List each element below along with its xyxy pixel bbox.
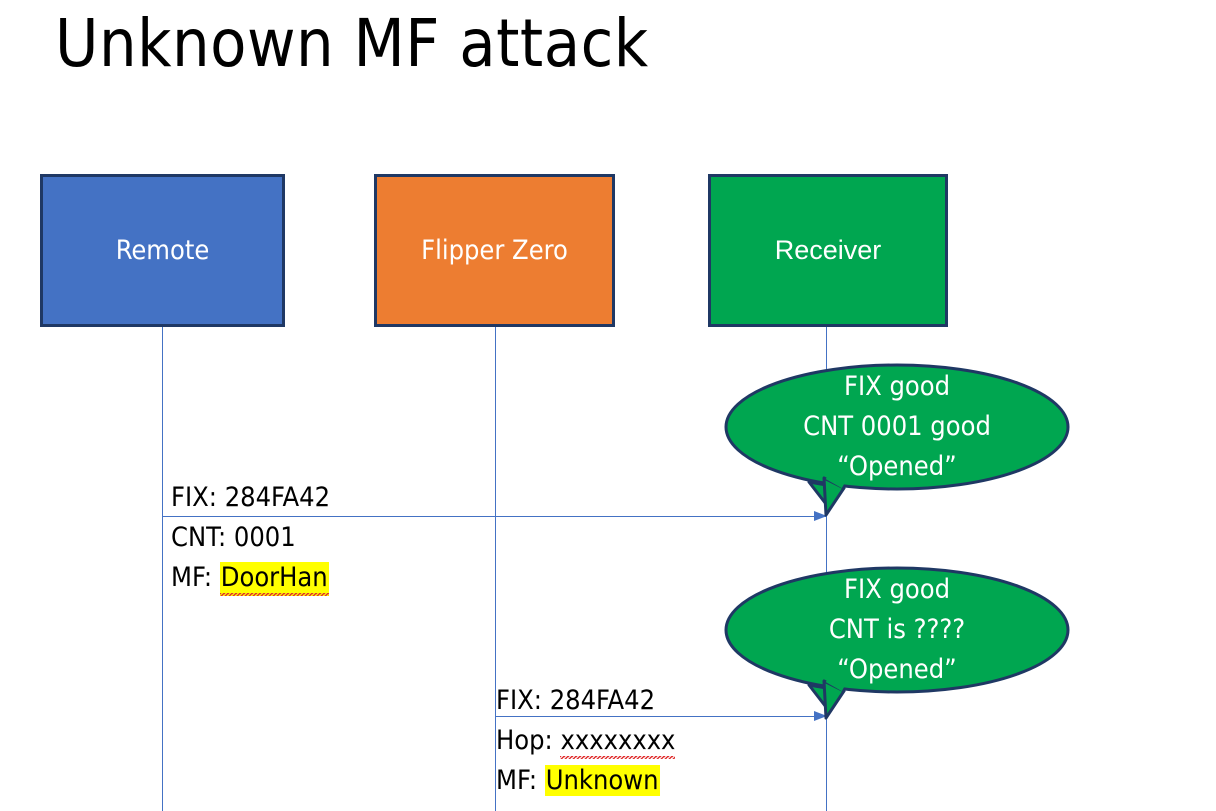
actor-label-receiver: Receiver: [774, 235, 882, 265]
actor-box-remote[interactable]: Remote: [40, 174, 285, 327]
lifeline-remote: [162, 327, 163, 811]
message-line-value-highlighted: Unknown: [544, 765, 660, 796]
message-line-value: xxxxxxxx: [560, 725, 676, 759]
message-line-label: CNT:: [171, 522, 227, 553]
page-title: Unknown MF attack: [55, 5, 649, 82]
message-line: MF: DoorHan: [171, 558, 330, 598]
message-label-remote-to-receiver: FIX: 284FA42 CNT: 0001 MF: DoorHan: [171, 478, 330, 598]
message-line: Hop: xxxxxxxx: [496, 721, 676, 761]
message-label-flipper-to-receiver: FIX: 284FA42 Hop: xxxxxxxx MF: Unknown: [496, 681, 676, 801]
message-arrow-remote-to-receiver: [162, 511, 827, 521]
message-line: CNT: 0001: [171, 518, 330, 558]
message-line-label: FIX:: [171, 482, 217, 513]
message-line-label: Hop:: [496, 725, 553, 756]
callout-shape-icon: [724, 363, 1070, 517]
message-line: MF: Unknown: [496, 761, 675, 801]
message-line: FIX: 284FA42: [496, 681, 675, 721]
message-line-label: FIX:: [496, 685, 542, 716]
message-line: FIX: 284FA42: [171, 478, 330, 518]
callout-bubble-second[interactable]: FIX good CNT is ???? “Opened”: [724, 566, 1070, 720]
actor-label-remote: Remote: [115, 235, 210, 266]
lifeline-flipper: [495, 327, 496, 811]
actor-box-flipper-zero[interactable]: Flipper Zero: [374, 174, 615, 327]
message-line-value: 284FA42: [549, 685, 656, 716]
message-line-value: 0001: [233, 522, 296, 553]
callout-shape-icon: [724, 566, 1070, 720]
message-line-label: MF:: [496, 765, 538, 796]
callout-bubble-first[interactable]: FIX good CNT 0001 good “Opened”: [724, 363, 1070, 517]
message-line-label: MF:: [171, 562, 213, 593]
lifeline-receiver: [826, 327, 827, 811]
actor-box-receiver[interactable]: Receiver: [708, 174, 948, 327]
message-arrow-flipper-to-receiver: [495, 711, 827, 721]
message-line-value: 284FA42: [224, 482, 331, 513]
actor-label-flipper-zero: Flipper Zero: [421, 235, 568, 266]
message-line-value-highlighted: DoorHan: [219, 562, 329, 596]
